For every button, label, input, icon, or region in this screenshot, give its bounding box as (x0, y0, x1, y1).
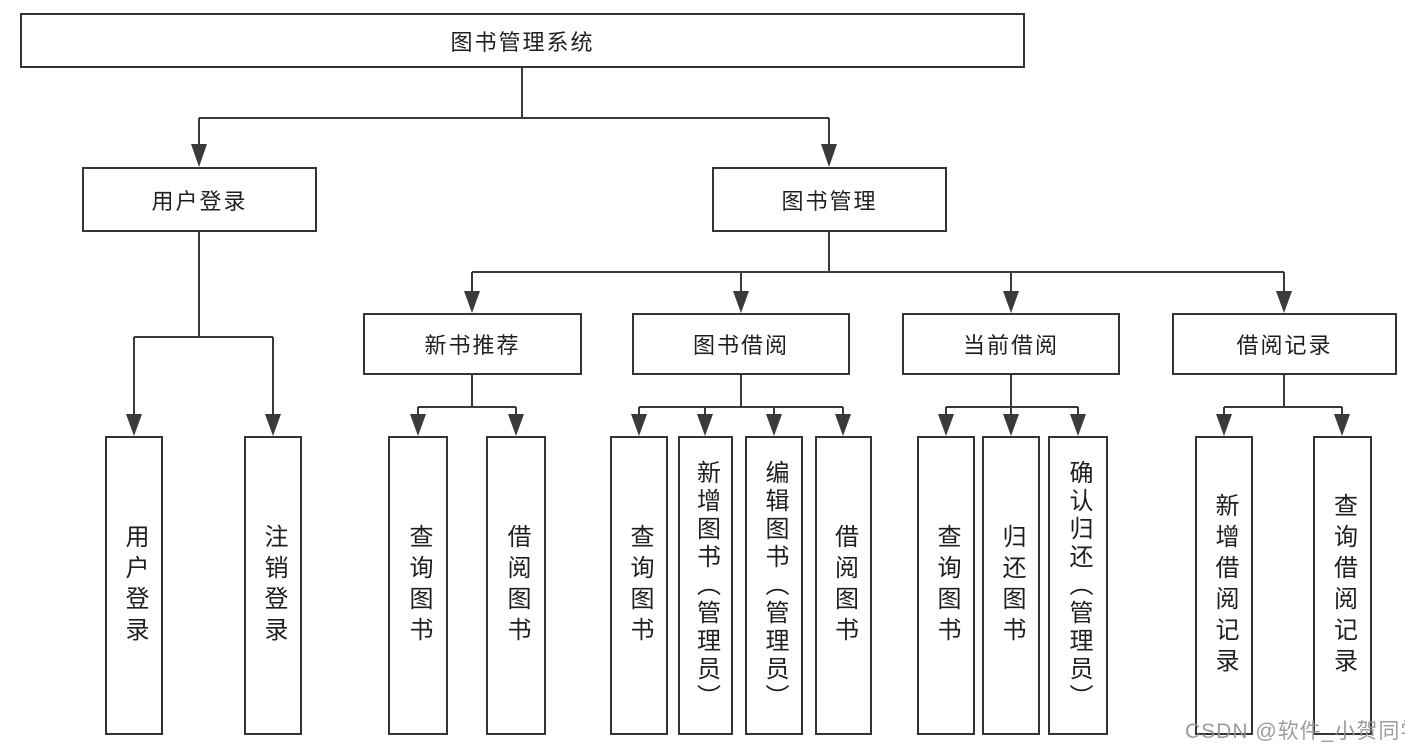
node-book-borrow: 图书借阅 (632, 313, 850, 375)
node-book-management: 图书管理 (712, 167, 947, 232)
leaf-user-login: 用户登录 (105, 436, 163, 735)
node-current-borrow: 当前借阅 (902, 313, 1120, 375)
node-borrow-record: 借阅记录 (1172, 313, 1397, 375)
leaf-current-query-books: 查询图书 (917, 436, 975, 735)
leaf-borrow-edit-books-admin: 编辑图书（管理员） (745, 436, 803, 735)
csdn-watermark: CSDN @软件_小贺同学 (1185, 720, 1405, 743)
leaf-borrow-add-books-admin: 新增图书（管理员） (678, 436, 733, 735)
node-root-system: 图书管理系统 (20, 13, 1025, 68)
leaf-logout: 注销登录 (244, 436, 302, 735)
leaf-newbook-borrow-books: 借阅图书 (486, 436, 546, 735)
leaf-record-query-record: 查询借阅记录 (1313, 436, 1372, 735)
node-user-login: 用户登录 (82, 167, 317, 232)
leaf-borrow-borrow-books: 借阅图书 (815, 436, 872, 735)
leaf-current-return-books: 归还图书 (982, 436, 1040, 735)
leaf-record-add-record: 新增借阅记录 (1195, 436, 1253, 735)
leaf-borrow-query-books: 查询图书 (610, 436, 668, 735)
leaf-current-confirm-return-admin: 确认归还（管理员） (1048, 436, 1108, 735)
node-new-book-recommend: 新书推荐 (363, 313, 582, 375)
leaf-newbook-query-books: 查询图书 (388, 436, 448, 735)
